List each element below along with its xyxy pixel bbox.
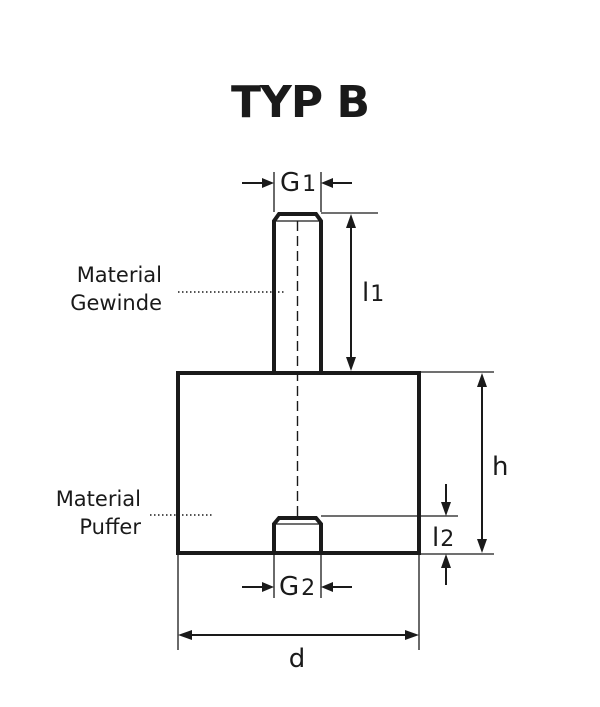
material-puffer-callout: Material Puffer	[56, 487, 214, 539]
material-puffer-label-2: Puffer	[79, 515, 141, 539]
h-dimension: h	[419, 371, 508, 555]
buffer-body	[176, 371, 421, 555]
l1-dimension: l1	[321, 212, 384, 371]
material-puffer-label-1: Material	[56, 487, 141, 511]
d-dimension: d	[177, 554, 420, 674]
g1-label: G1	[280, 168, 316, 198]
material-gewinde-label-1: Material	[77, 263, 162, 287]
diagram-title: TYP B	[231, 77, 369, 128]
h-label: h	[492, 452, 508, 482]
l2-label: l2	[432, 523, 454, 553]
g2-dimension: G2	[242, 554, 352, 602]
l2-dimension: l2	[321, 484, 458, 585]
material-gewinde-label-2: Gewinde	[70, 291, 162, 315]
l1-label: l1	[362, 278, 384, 308]
g1-dimension: G1	[242, 168, 352, 212]
g2-label: G2	[279, 572, 315, 602]
bottom-threaded-hole	[272, 516, 323, 553]
material-gewinde-callout: Material Gewinde	[70, 263, 286, 315]
d-label: d	[289, 644, 306, 674]
